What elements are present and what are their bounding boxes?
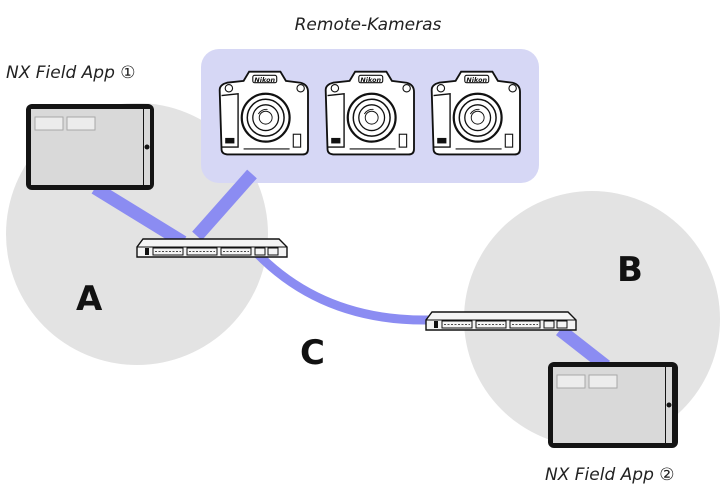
camera-3: Nikon [430, 70, 522, 156]
zone-b-label: B [617, 250, 643, 290]
camera-brand-logo: Nikon [360, 76, 381, 84]
camera-brand-logo: Nikon [254, 76, 275, 84]
link-tablet-a [91, 182, 187, 248]
app-2-label: NX Field App ② [545, 465, 675, 485]
camera-2: Nikon [324, 70, 416, 156]
tablet-2 [548, 362, 678, 448]
camera-1: Nikon [218, 70, 310, 156]
link-cameras-a [192, 169, 257, 241]
network-switch-a [136, 238, 288, 258]
link-c-wireless [248, 244, 431, 325]
app-1-label: NX Field App ① [6, 63, 136, 83]
zone-c-label: C [300, 333, 325, 373]
link-switch-b-tablet [555, 324, 611, 372]
remote-cameras-label: Remote-Kameras [295, 15, 442, 35]
zone-a-label: A [76, 279, 103, 319]
tablet-1 [26, 104, 154, 190]
camera-brand-logo: Nikon [466, 76, 487, 84]
network-switch-b [425, 311, 577, 331]
